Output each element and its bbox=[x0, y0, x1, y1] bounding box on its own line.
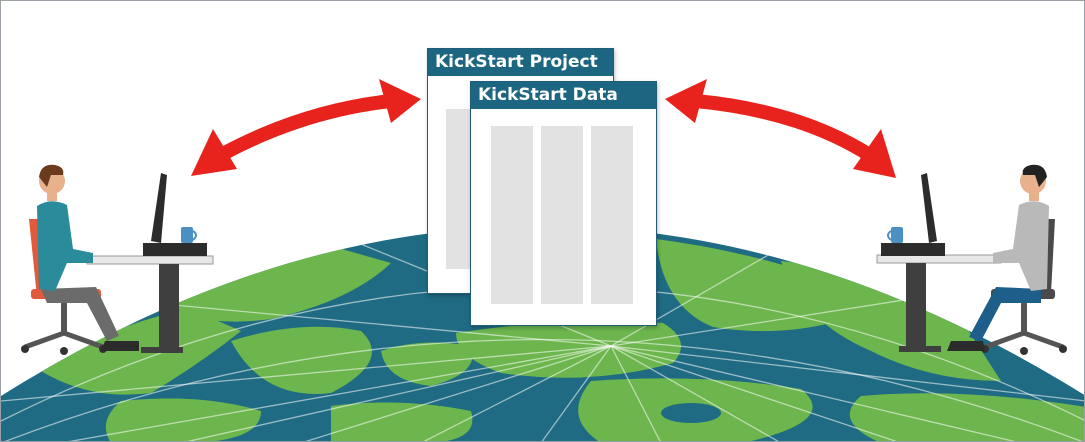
data-column-1 bbox=[491, 126, 533, 304]
right-person-hair bbox=[1022, 164, 1047, 187]
right-exchange-arrow bbox=[665, 79, 896, 178]
right-desk-leg bbox=[906, 263, 926, 351]
data-column-3 bbox=[591, 126, 633, 304]
right-person-legs bbox=[969, 287, 1041, 341]
right-monitor bbox=[921, 173, 937, 243]
left-person-torso bbox=[37, 201, 93, 291]
kickstart-data-window: KickStart Data bbox=[470, 81, 657, 326]
left-exchange-arrow bbox=[191, 79, 421, 176]
data-column-2 bbox=[541, 126, 583, 304]
kickstart-data-title: KickStart Data bbox=[471, 82, 656, 109]
left-workstation bbox=[21, 164, 214, 355]
left-person-shoes bbox=[101, 341, 139, 351]
right-person-shoes bbox=[947, 341, 985, 351]
right-computer-base bbox=[881, 243, 945, 256]
kickstart-project-title: KickStart Project bbox=[428, 49, 613, 76]
project-column-placeholder bbox=[446, 109, 472, 269]
globe bbox=[1, 226, 1084, 441]
left-person-hair bbox=[39, 164, 64, 187]
right-mug bbox=[891, 227, 903, 243]
left-desk-top bbox=[86, 255, 214, 265]
left-computer-base bbox=[143, 243, 207, 256]
right-workstation bbox=[876, 164, 1067, 355]
left-monitor bbox=[151, 173, 167, 243]
left-mug bbox=[181, 227, 193, 243]
left-person-legs bbox=[41, 287, 119, 341]
right-person-torso bbox=[993, 201, 1049, 291]
right-desk-top bbox=[876, 254, 1002, 264]
left-desk-leg bbox=[159, 264, 179, 352]
